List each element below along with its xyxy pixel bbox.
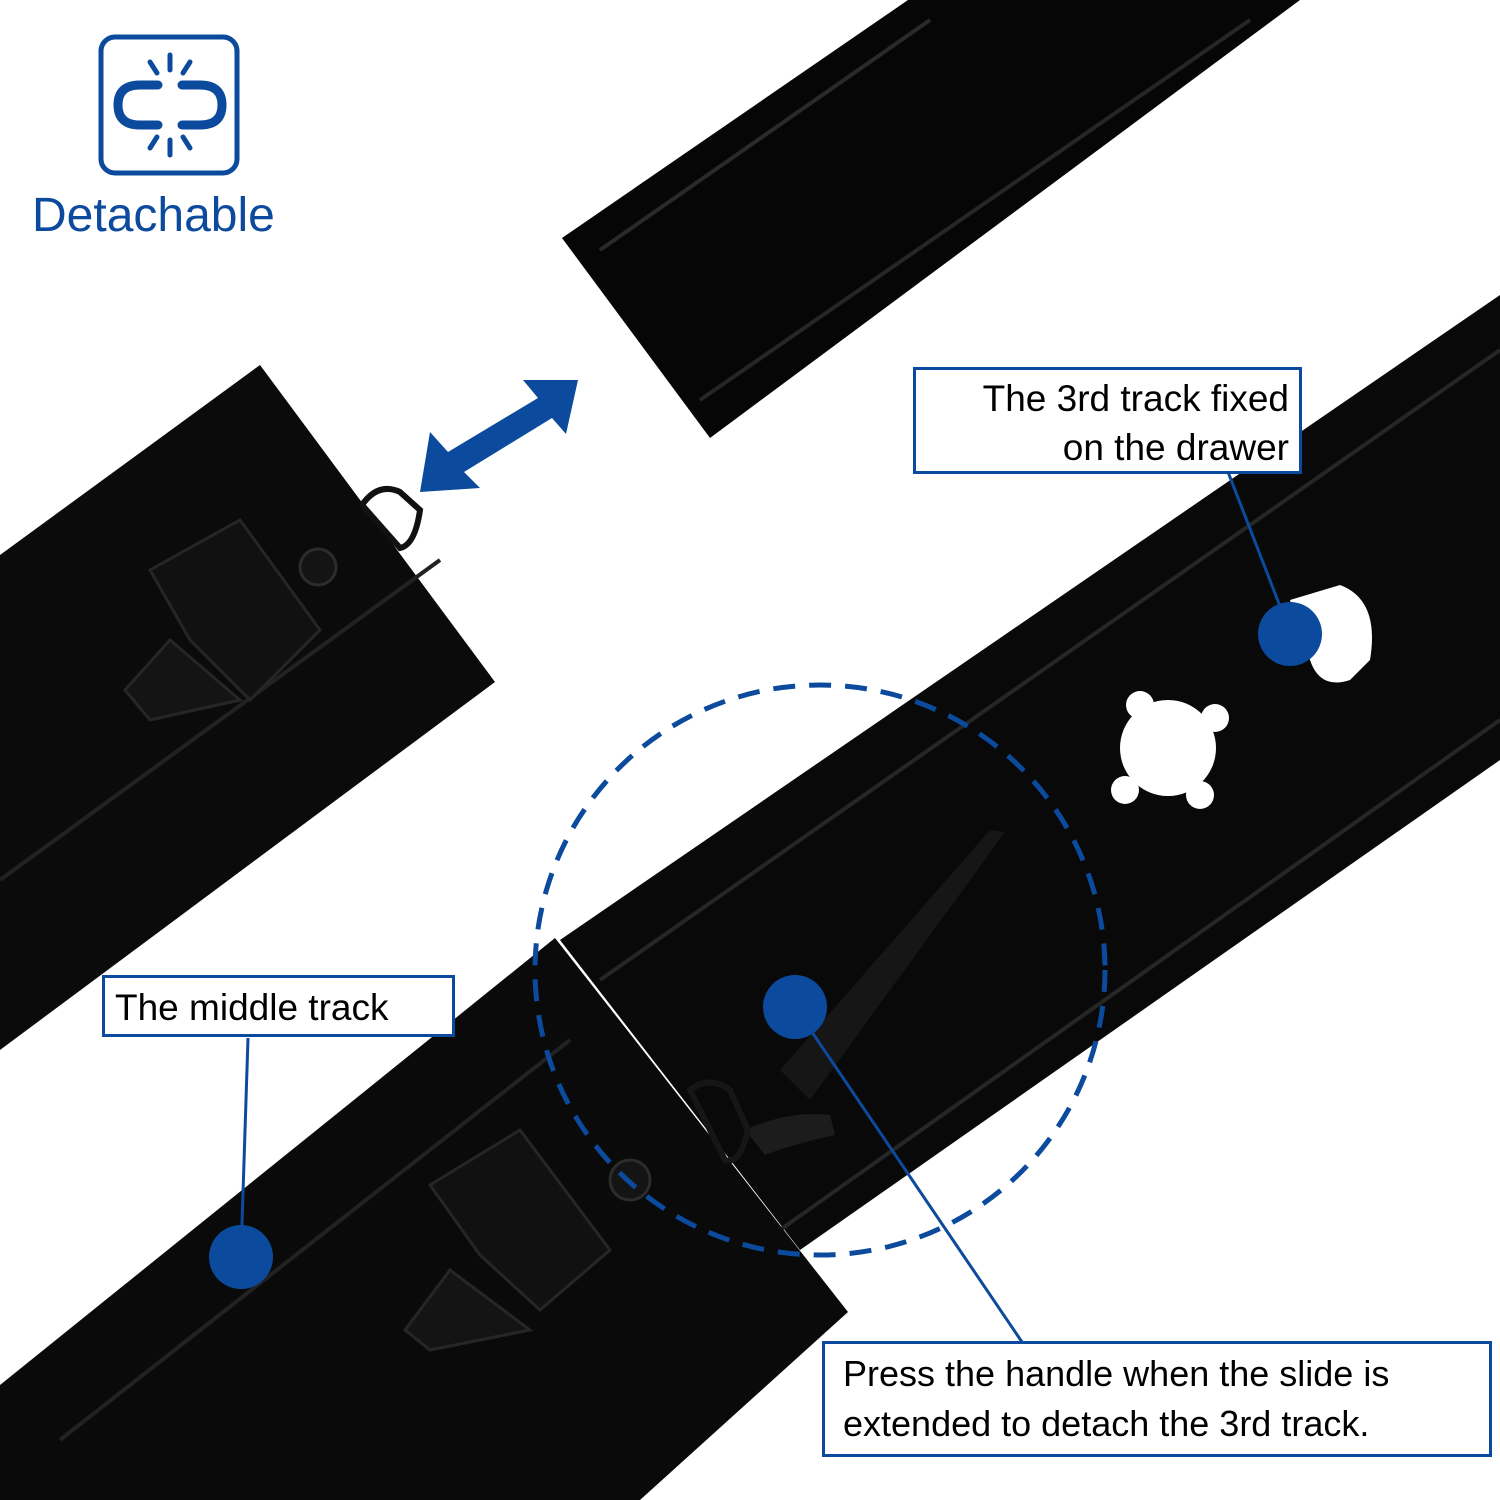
callout-middle-track: The middle track [102, 975, 455, 1037]
leader-middle-track [209, 1037, 273, 1289]
lower-middle-track [0, 938, 848, 1500]
callout-middle-track-line-1: The middle track [115, 987, 389, 1028]
upper-middle-track [0, 365, 495, 1050]
callout-third-track: The 3rd track fixed on the drawer [913, 367, 1302, 474]
callout-third-track-line-2: on the drawer [1062, 427, 1289, 468]
cross-hole [1111, 691, 1229, 809]
link-break-icon [98, 34, 240, 176]
feature-badge-title: Detachable [32, 189, 275, 242]
callout-third-track-line-1: The 3rd track fixed [982, 378, 1289, 419]
upper-track-piece [562, 0, 1300, 438]
callout-instruction: Press the handle when the slide is exten… [822, 1341, 1492, 1457]
marker-dot-third-track [1258, 602, 1322, 666]
dashed-circle-highlight [532, 682, 1108, 1258]
release-handle [780, 830, 1005, 1100]
marker-dot-middle-track [209, 1225, 273, 1289]
leader-third-track [1226, 471, 1322, 666]
double-arrow-icon [420, 380, 578, 492]
callout-instruction-line-2: extended to detach the 3rd track. [843, 1403, 1370, 1444]
leader-instruction [763, 975, 1024, 1343]
marker-dot-handle [763, 975, 827, 1039]
callout-instruction-line-1: Press the handle when the slide is [843, 1353, 1390, 1394]
